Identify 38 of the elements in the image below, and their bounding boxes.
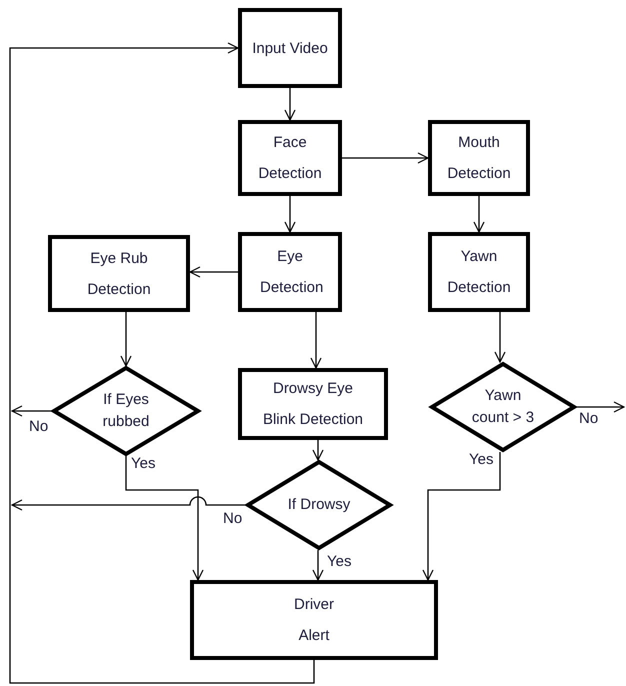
arrow	[494, 312, 506, 363]
arrow	[312, 440, 324, 461]
process-box	[238, 120, 342, 196]
node-label: Eye Detection	[260, 247, 320, 298]
arrow	[9, 42, 315, 684]
process-box	[190, 580, 438, 660]
process-box	[238, 8, 342, 88]
arrow	[422, 452, 501, 581]
process-box	[428, 120, 530, 196]
arrow	[310, 312, 322, 369]
node-label: Face Detection	[257, 133, 323, 184]
process-box	[428, 232, 530, 312]
arrow	[125, 456, 204, 581]
node-label: Yawn count > 3	[470, 386, 536, 428]
node-label: Mouth Detection	[446, 133, 512, 184]
arrow	[284, 196, 296, 233]
node-label: Driver Alert	[293, 595, 335, 646]
process-box	[48, 235, 190, 312]
decision-diamond	[246, 460, 392, 550]
node-label: Drowsy Eye Blink Detection	[262, 379, 364, 430]
decision-diamond	[430, 362, 576, 452]
arrow	[189, 266, 238, 278]
node-label: Yawn Detection	[446, 247, 512, 298]
arrow	[342, 152, 429, 164]
arrow	[473, 196, 485, 233]
arrow	[11, 405, 52, 417]
node-label: If Drowsy	[288, 495, 350, 515]
node-label: Input Video	[252, 38, 328, 58]
arrow	[284, 88, 296, 121]
node-label: Eye Rub Detection	[86, 248, 152, 300]
arrow	[11, 496, 246, 511]
node-label: If Eyes rubbed	[102, 390, 150, 432]
arrow	[120, 312, 132, 367]
decision-diamond	[52, 366, 200, 456]
arrow	[312, 550, 324, 581]
arrow	[576, 401, 625, 413]
process-box	[238, 232, 342, 312]
process-box	[238, 368, 388, 440]
